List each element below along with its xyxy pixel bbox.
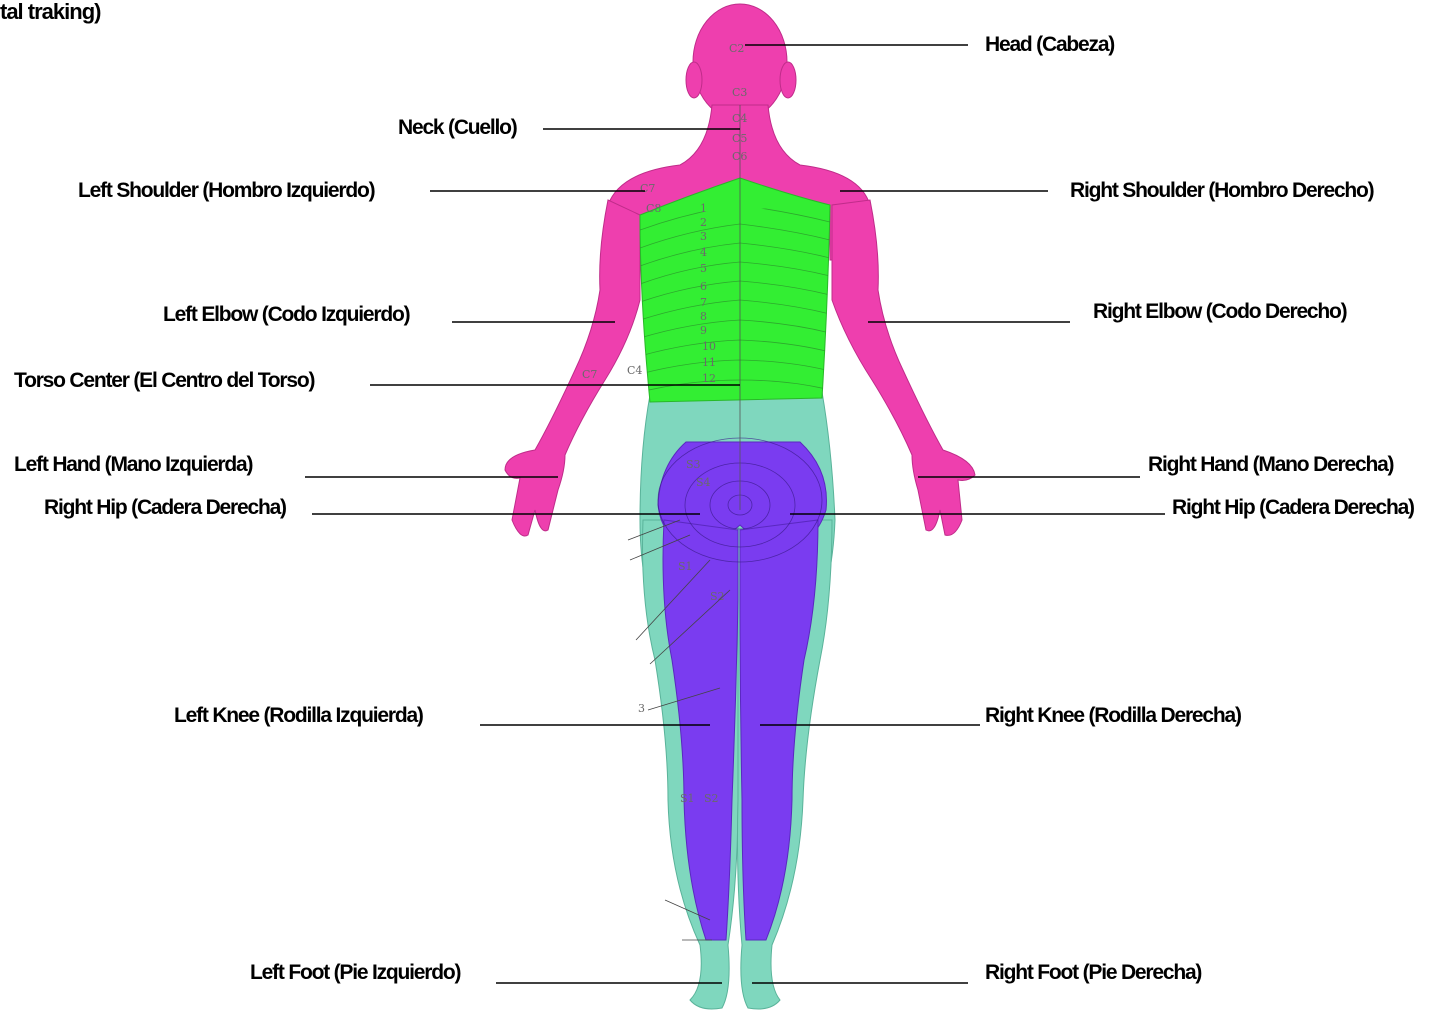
left-arm (505, 200, 640, 536)
page-title: tal traking) (0, 0, 100, 24)
label-left-shoulder[interactable]: Left Shoulder (Hombro Izquierdo) (78, 179, 374, 203)
derm-c6: C6 (732, 150, 747, 163)
label-right-foot[interactable]: Right Foot (Pie Derecha) (985, 961, 1201, 985)
derm-t2: 2 (700, 216, 707, 229)
derm-c3: C3 (732, 86, 747, 99)
label-left-knee[interactable]: Left Knee (Rodilla Izquierda) (174, 704, 423, 728)
derm-t11: 11 (702, 356, 716, 369)
derm-s2-thigh: S2 (710, 590, 725, 603)
label-left-hand[interactable]: Left Hand (Mano Izquierda) (14, 453, 252, 477)
label-hip-right-side[interactable]: Right Hip (Cadera Derecha) (1172, 496, 1414, 520)
derm-s2-calf: S2 (704, 792, 719, 805)
derm-c7: C7 (640, 182, 655, 195)
label-right-shoulder[interactable]: Right Shoulder (Hombro Derecho) (1070, 179, 1373, 203)
label-hip-left-side[interactable]: Right Hip (Cadera Derecha) (44, 496, 286, 520)
derm-t3: 3 (700, 230, 707, 243)
derm-t7: 7 (700, 296, 707, 309)
head (693, 4, 787, 120)
derm-c5: C5 (732, 132, 747, 145)
label-torso-center[interactable]: Torso Center (El Centro del Torso) (14, 369, 314, 393)
derm-t10: 10 (702, 340, 716, 353)
derm-s4: S4 (696, 476, 711, 489)
label-head[interactable]: Head (Cabeza) (985, 33, 1114, 57)
derm-arm-c7: C7 (582, 368, 597, 381)
right-arm (832, 200, 975, 535)
derm-t6: 6 (700, 280, 707, 293)
derm-arm-c4: C4 (627, 364, 642, 377)
label-neck[interactable]: Neck (Cuello) (398, 116, 517, 140)
derm-s3: S3 (686, 458, 701, 471)
label-right-knee[interactable]: Right Knee (Rodilla Derecha) (985, 704, 1241, 728)
derm-c8: C8 (646, 202, 661, 215)
derm-s1-thigh: S1 (678, 560, 693, 573)
derm-t8: 8 (700, 310, 707, 323)
left-ear (686, 62, 702, 98)
label-left-foot[interactable]: Left Foot (Pie Izquierdo) (250, 961, 460, 985)
derm-l3: 3 (638, 702, 645, 715)
derm-c4: C4 (732, 112, 747, 125)
derm-s1-calf: S1 (680, 792, 695, 805)
derm-t9: 9 (700, 324, 707, 337)
thoracic-region (640, 178, 830, 402)
label-right-elbow[interactable]: Right Elbow (Codo Derecho) (1093, 300, 1346, 324)
derm-c2: C2 (729, 42, 744, 55)
derm-t1: 1 (700, 202, 707, 215)
derm-t4: 4 (700, 246, 707, 259)
right-ear (780, 62, 796, 98)
label-right-hand[interactable]: Right Hand (Mano Derecha) (1148, 453, 1393, 477)
derm-t5: 5 (700, 262, 707, 275)
label-left-elbow[interactable]: Left Elbow (Codo Izquierdo) (163, 303, 409, 327)
derm-t12: 12 (702, 372, 716, 385)
